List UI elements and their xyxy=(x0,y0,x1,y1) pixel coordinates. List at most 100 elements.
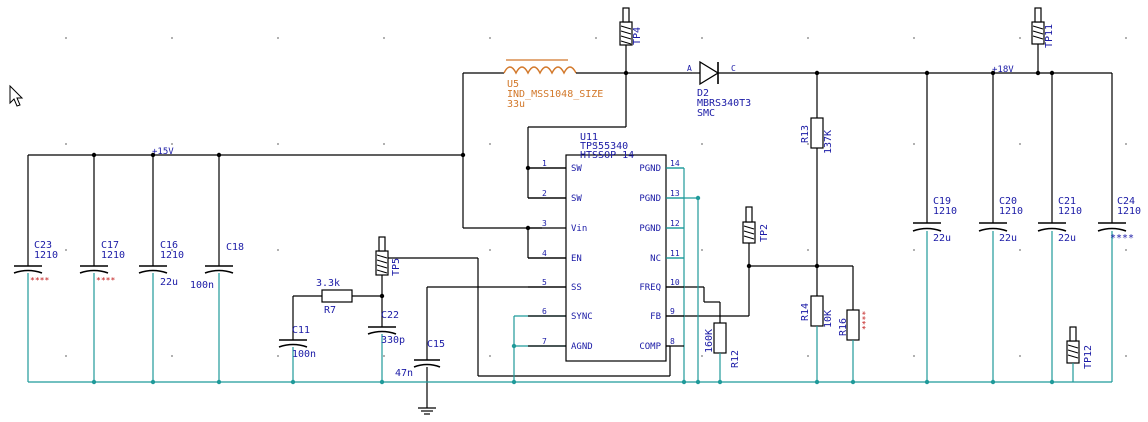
ic-pin-name: SW xyxy=(571,194,582,204)
r14-ref: R14 xyxy=(800,303,811,321)
tp11-ref: TP11 xyxy=(1044,24,1055,48)
net-15v[interactable] xyxy=(28,72,542,229)
resistor-r14[interactable] xyxy=(810,295,824,382)
ic-pin-name: SYNC xyxy=(571,312,593,322)
ic-pin-name: SW xyxy=(571,164,582,174)
ic-pin-left-4[interactable]: 4EN xyxy=(528,249,582,264)
capacitor-c17[interactable] xyxy=(79,155,109,382)
tp2-ref: TP2 xyxy=(759,224,770,242)
ic-pin-name: FREQ xyxy=(639,283,661,293)
c24-val2: **** xyxy=(1110,233,1134,244)
capacitor-c18[interactable] xyxy=(204,155,234,382)
net-ss[interactable] xyxy=(426,286,566,360)
ic-pin-name: PGND xyxy=(639,194,661,204)
ic-pin-name: AGND xyxy=(571,342,593,352)
ic-pin-name: PGND xyxy=(639,164,661,174)
u11-ref: U11 xyxy=(580,132,598,143)
ic-pin-number: 13 xyxy=(670,189,680,198)
test-point-tp12[interactable] xyxy=(1066,326,1080,382)
ic-pin-name: PGND xyxy=(639,224,661,234)
ic-pin-left-2[interactable]: 2SW xyxy=(528,189,582,204)
ic-pin-name: COMP xyxy=(639,342,661,352)
capacitor-c22[interactable] xyxy=(367,296,397,382)
r16-value: **** xyxy=(861,311,870,330)
ic-pin-name: FB xyxy=(650,312,661,322)
c24-ref: C24 xyxy=(1117,196,1135,207)
tp5-ref: TP5 xyxy=(391,258,402,276)
resistor-r7[interactable] xyxy=(293,289,382,303)
c21-val2: 22u xyxy=(1058,233,1076,244)
c17-value: 1210 xyxy=(101,250,125,261)
diode-d2[interactable] xyxy=(692,60,1112,86)
c15-ref: C15 xyxy=(427,339,445,350)
r7-ref: R7 xyxy=(324,305,336,316)
c24-value: 1210 xyxy=(1117,206,1141,217)
net-label-18v: +18V xyxy=(992,65,1014,75)
ic-pin-number: 6 xyxy=(542,307,547,316)
capacitor-c23[interactable] xyxy=(13,155,43,382)
capacitor-c11[interactable] xyxy=(278,296,308,382)
net-comp[interactable] xyxy=(381,257,671,377)
net-pgnd xyxy=(666,167,699,382)
ic-pin-name: NC xyxy=(650,254,661,264)
test-point-tp11[interactable] xyxy=(1031,7,1045,73)
c22-ref: C22 xyxy=(381,310,399,321)
ic-pin-number: 4 xyxy=(542,249,547,258)
capacitor-c16[interactable] xyxy=(138,155,168,382)
u5-value: IND_MSS1048_SIZE xyxy=(507,89,603,100)
test-point-tp4[interactable] xyxy=(619,7,633,73)
c17-ref: C17 xyxy=(101,240,119,251)
ic-pin-right-9[interactable]: 9FB xyxy=(650,307,684,322)
net-fb[interactable] xyxy=(666,243,854,317)
r14-value: 10K xyxy=(823,310,834,328)
c11-value: 100n xyxy=(292,349,316,360)
d2-pin-a: A xyxy=(687,64,692,73)
d2-pkg: SMC xyxy=(697,108,715,119)
tp12-ref: TP12 xyxy=(1083,345,1094,369)
c23-value: 1210 xyxy=(34,250,58,261)
ic-pin-number: 10 xyxy=(670,278,680,287)
mouse-pointer-icon xyxy=(9,84,24,107)
c20-ref: C20 xyxy=(999,196,1017,207)
c17-val2: **** xyxy=(96,276,115,285)
capacitor-c20[interactable] xyxy=(978,73,1008,382)
c22-value: 330p xyxy=(381,335,405,346)
test-point-tp2[interactable] xyxy=(742,206,756,244)
capacitor-c15[interactable] xyxy=(413,359,441,408)
ic-pin-number: 11 xyxy=(670,249,680,258)
u5-ref: U5 xyxy=(507,79,519,90)
ic-pin-left-1[interactable]: 1SW xyxy=(528,159,582,174)
capacitor-c24[interactable] xyxy=(1097,73,1127,382)
c21-value: 1210 xyxy=(1058,206,1082,217)
ic-pin-number: 3 xyxy=(542,219,547,228)
r7-value: 3.3k xyxy=(316,278,340,289)
resistor-r16[interactable] xyxy=(846,309,860,382)
capacitor-c19[interactable] xyxy=(912,73,942,382)
c18-value: 100n xyxy=(190,280,214,291)
capacitor-c21[interactable] xyxy=(1037,73,1067,382)
ic-pin-number: 9 xyxy=(670,307,675,316)
ic-pin-name: Vin xyxy=(571,224,587,234)
ic-pin-number: 2 xyxy=(542,189,547,198)
resistor-r12[interactable] xyxy=(666,286,727,382)
test-point-tp5[interactable] xyxy=(375,236,389,276)
d2-pin-c: C xyxy=(731,64,736,73)
u5-val2: 33u xyxy=(507,99,525,110)
c15-value: 47n xyxy=(395,368,413,379)
c23-ref: C23 xyxy=(34,240,52,251)
r16-ref: R16 xyxy=(838,318,849,336)
junctions xyxy=(91,70,1055,385)
resistor-r13[interactable] xyxy=(810,73,824,296)
u11-pkg: HTSSOP 14 xyxy=(580,150,634,161)
ic-pin-left-5[interactable]: 5SS xyxy=(528,278,582,293)
inductor-u5[interactable] xyxy=(500,59,692,75)
